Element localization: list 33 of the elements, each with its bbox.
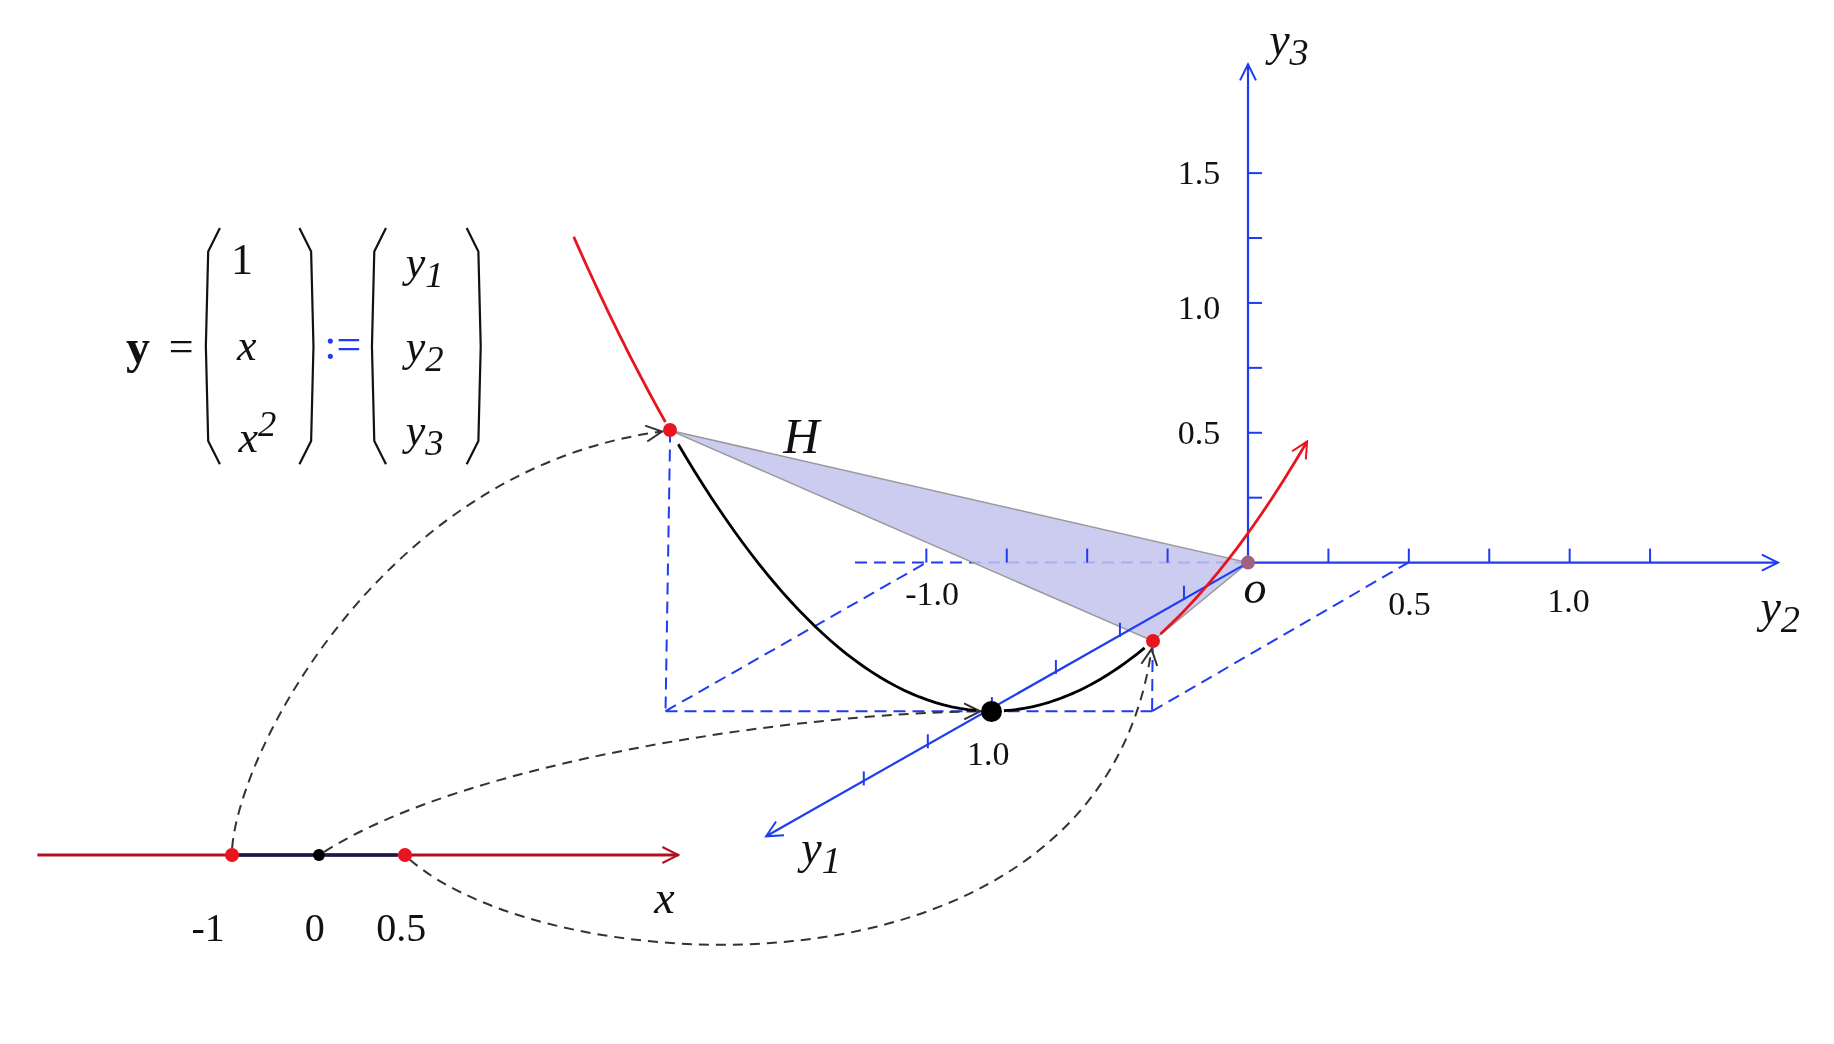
curve-segment	[572, 236, 667, 423]
line-segment	[238, 853, 314, 857]
axis-label: x	[654, 875, 675, 922]
point-marker	[663, 423, 678, 438]
tick-label: -1	[191, 907, 225, 948]
tick-label: 1.0	[1177, 290, 1221, 325]
curve-segment	[1159, 440, 1309, 636]
point-marker	[224, 848, 239, 862]
tick-label: 1.5	[1177, 156, 1221, 191]
matrix-entry: x$^{2}$	[238, 405, 277, 460]
point-marker	[313, 849, 326, 861]
point-marker	[981, 700, 1003, 722]
curve-segment	[677, 443, 976, 712]
origin-label: o	[1243, 565, 1267, 612]
definition-sign: :=	[324, 323, 362, 368]
tick-label: 0	[304, 907, 325, 948]
line-segment	[325, 853, 398, 857]
curve-segment	[1003, 646, 1146, 713]
tick-label: 1.0	[1547, 584, 1590, 619]
mapping-arrow	[408, 648, 1157, 946]
tick-label: 0.5	[376, 907, 427, 948]
matrix-entry: x	[237, 324, 257, 369]
matrix-entry: 1	[231, 237, 254, 282]
vector-symbol: y	[126, 323, 150, 372]
tick-label: 0.5	[1177, 415, 1221, 450]
point-marker	[397, 848, 412, 862]
region-label: H	[783, 411, 820, 462]
mapping-arrow	[231, 425, 664, 849]
tick-label: 0.5	[1388, 586, 1431, 621]
mapping-arrow	[323, 702, 982, 853]
equals-sign: =	[168, 325, 194, 370]
tick-label: 1.0	[967, 737, 1010, 772]
tick-label: -1.0	[905, 577, 960, 612]
